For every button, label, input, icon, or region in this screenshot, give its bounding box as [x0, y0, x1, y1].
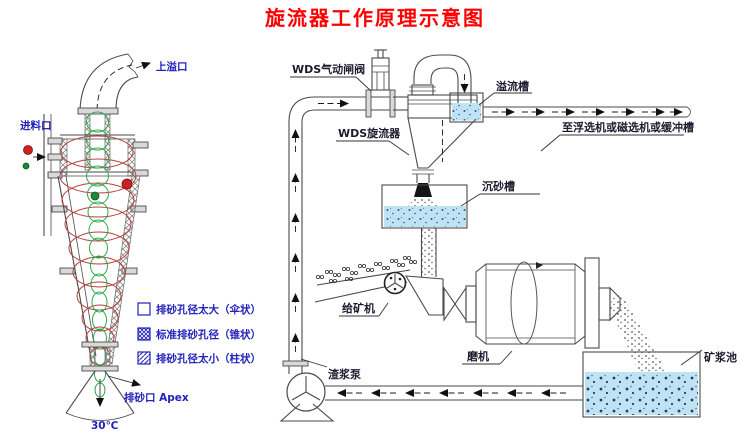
- feeder-assembly: [314, 255, 418, 303]
- underflow-spray: [408, 197, 438, 206]
- valve-leader: [355, 76, 372, 92]
- feeder-rotor-icon: [383, 271, 407, 295]
- process-flow-diagram: WDS气动闸阀 WDS旋流器: [279, 49, 737, 422]
- mill-tick: [499, 350, 513, 365]
- label-overflow-tank: 溢流槽: [496, 79, 529, 93]
- wds-cyclone: [393, 84, 479, 206]
- overflow-elbow: [413, 54, 472, 101]
- slurry-pool-leader: [680, 349, 703, 366]
- sand-tank-leader: [460, 193, 481, 207]
- feed-box: [43, 114, 149, 275]
- feed-coarse-dot: [23, 145, 33, 155]
- overflow-tank: [449, 92, 484, 123]
- label-sand-tank: 沉砂槽: [482, 179, 515, 193]
- inner-vortex-spiral: [86, 111, 109, 398]
- label-cone-angle: 30℃: [91, 420, 118, 432]
- label-feed-port: 进料口: [20, 119, 52, 132]
- overflow-discharge-pipe: [483, 106, 691, 118]
- label-feeder: 给矿机: [342, 301, 375, 315]
- ball-mill: [465, 257, 668, 377]
- rotation-indicator: [510, 261, 538, 345]
- label-destination: 至浮选机或磁选机或缓冲槽: [562, 120, 694, 134]
- slurry-pump-leader: [300, 358, 328, 368]
- label-apex-port: 排砂口 Apex: [124, 391, 189, 404]
- legend-item-label: 排砂孔径太小（柱状）: [156, 352, 261, 365]
- legend-swatch-diagonal: [137, 351, 151, 365]
- slurry-pump: [279, 360, 335, 422]
- page-title: 旋流器工作原理示意图: [264, 6, 485, 30]
- apex-nozzle: [414, 183, 432, 197]
- gate-valve: [365, 49, 396, 118]
- destination-tick: [540, 134, 561, 152]
- legend-item-label: 标准排砂孔径（锥状）: [155, 328, 261, 341]
- fine-particle-dot: [90, 191, 100, 201]
- overflow-pipe: [79, 53, 139, 111]
- label-mill: 磨机: [466, 349, 489, 363]
- label-valve: WDS气动闸阀: [292, 62, 365, 76]
- label-overflow-port: 上溢口: [156, 60, 188, 73]
- rotation-arrowhead: [536, 262, 543, 269]
- vortex-finder-tube: [84, 113, 111, 171]
- feeder-tick: [378, 302, 389, 317]
- pump-impeller-icon: [291, 376, 321, 401]
- sand-settling-tank: [381, 184, 468, 229]
- riser-pipe: [288, 96, 366, 365]
- cyclone-leader: [388, 140, 410, 156]
- label-slurry-pump: 渣浆泵: [328, 367, 361, 381]
- label-cyclone: WDS旋流器: [338, 126, 401, 140]
- discharge-fan: [65, 370, 135, 421]
- vortex-finder-flange: [77, 107, 119, 115]
- suction-pipe: [325, 385, 583, 401]
- apex-diameter-legend: 排砂孔径太大（伞状） 标准排砂孔径（锥状） 排砂孔径太小（柱状）: [137, 302, 261, 365]
- apex-assembly: [81, 341, 119, 372]
- legend-swatch-crosshatch: [137, 327, 151, 341]
- legend-swatch-empty: [137, 302, 151, 316]
- apex-arrow: [107, 375, 141, 387]
- label-slurry-pool: 矿浆池: [704, 350, 737, 364]
- coarse-particle-dot: [121, 178, 133, 190]
- mill-feed-hopper: [404, 275, 467, 322]
- overflow-tank-leader: [478, 92, 495, 106]
- legend-item-label: 排砂孔径太大（伞状）: [156, 303, 261, 316]
- feed-fine-dot: [22, 162, 30, 170]
- slurry-pool: [582, 351, 701, 418]
- cyclone-cylinder: [55, 134, 140, 177]
- mill-discharge-spray: [610, 293, 668, 377]
- sand-chute: [420, 228, 437, 277]
- hydrocyclone-cross-section: 上溢口: [20, 53, 261, 432]
- overflow-arrow: [135, 61, 151, 70]
